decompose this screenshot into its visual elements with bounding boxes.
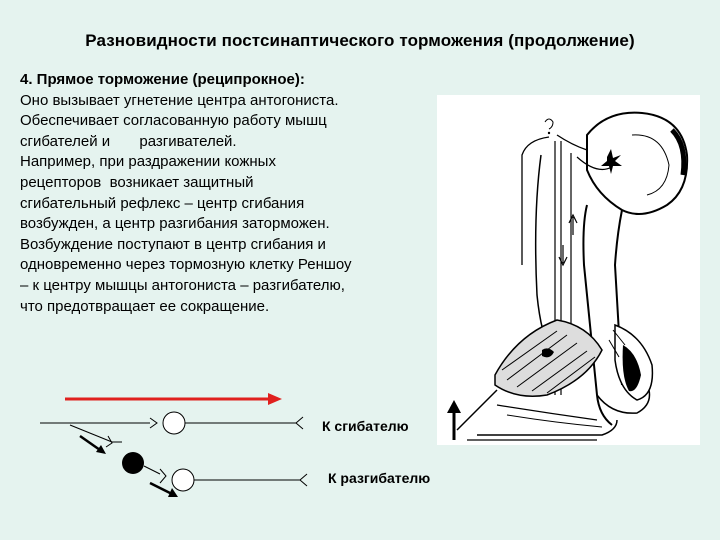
slide-title: Разновидности постсинаптического торможе… <box>85 31 635 50</box>
collateral-fibre <box>69 424 113 443</box>
text-line: сгибательный рефлекс – центр сгибания <box>20 194 305 212</box>
extensor-motoneuron <box>171 468 195 492</box>
inhibition-arrow <box>149 481 173 496</box>
excitation-arrowhead <box>268 393 282 405</box>
text-line: что предотвращает ее сокращение. <box>20 297 270 315</box>
slide-body-text: 4. Прямое торможение (реципрокное): Оно … <box>20 70 440 317</box>
text-line: Оно вызывает угнетение центра антогонист… <box>20 91 339 109</box>
text-line: Обеспечивает согласованную работу мышц <box>20 112 327 130</box>
text-line: – к центру мышцы антогониста – разгибате… <box>20 276 345 294</box>
reciprocal-inhibition-schematic <box>40 393 308 497</box>
text-line: Возбуждение поступают в центр сгибания и <box>20 235 326 253</box>
text-line: возбужден, а центр разгибания заторможен… <box>20 215 330 233</box>
text-line: одновременно через тормозную клетку Ренш… <box>20 256 352 274</box>
arm-reflex-illustration <box>437 95 700 445</box>
renshaw-cell <box>122 452 144 474</box>
text-line: рецепторов возникает защитный <box>20 173 254 191</box>
signal-arrow <box>79 434 101 452</box>
flexor-motoneuron <box>162 411 186 435</box>
text-line: Например, при раздражении кожных <box>20 153 276 171</box>
arm-drawing <box>447 111 689 441</box>
to-flexor-label: К сгибателю <box>322 418 409 434</box>
to-extensor-label: К разгибателю <box>328 470 431 486</box>
section-heading: 4. Прямое торможение (реципрокное): <box>20 71 305 88</box>
text-line: сгибателей и разгивателей. <box>20 132 237 150</box>
